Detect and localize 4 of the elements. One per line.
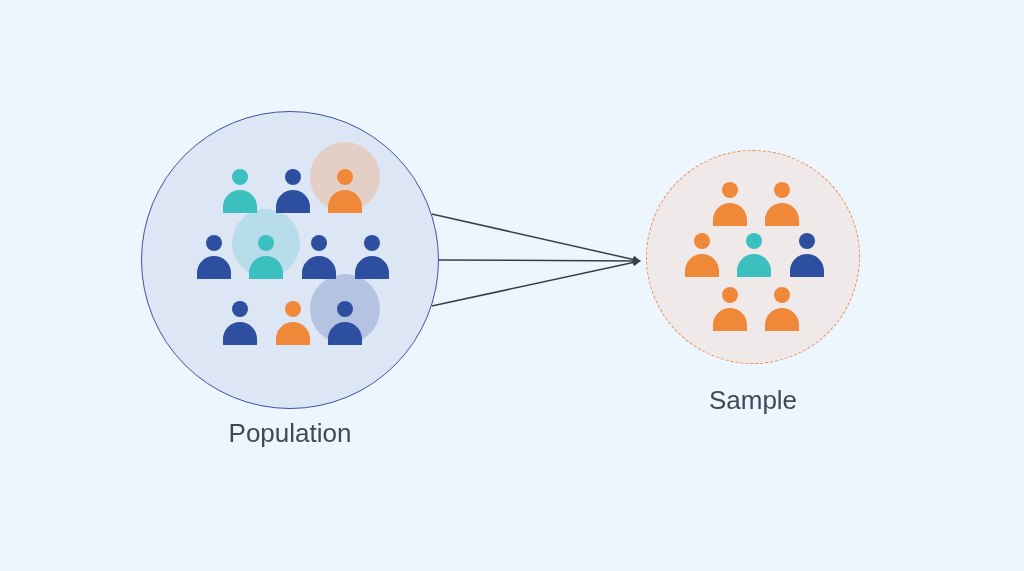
circle-label: Population <box>228 418 352 449</box>
arrow <box>430 258 641 307</box>
circle-label: Sample <box>708 385 798 416</box>
arrow <box>438 256 641 265</box>
